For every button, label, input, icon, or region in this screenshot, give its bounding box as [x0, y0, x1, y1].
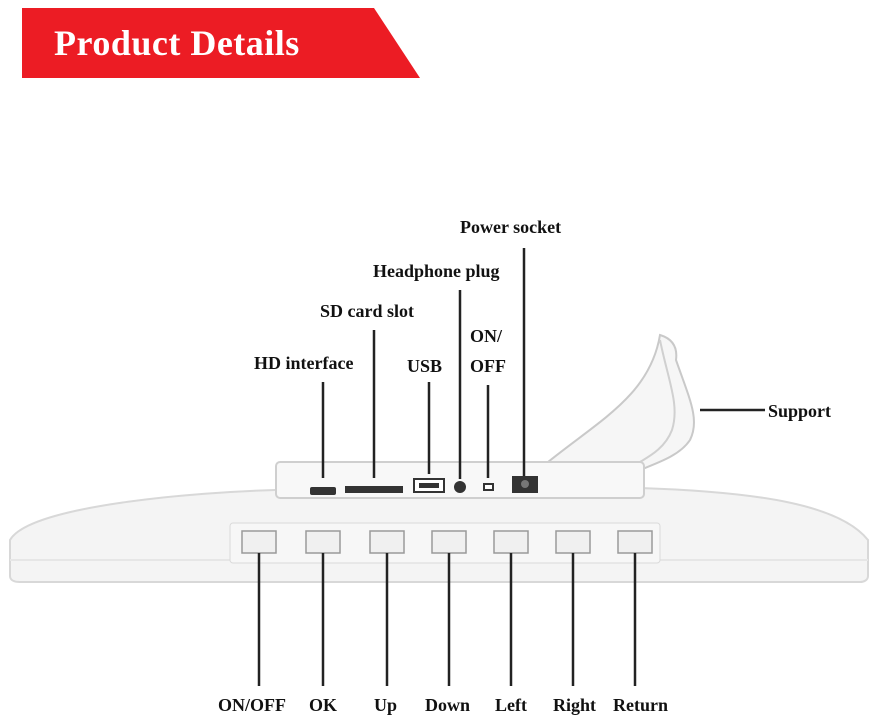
btn-left — [493, 530, 529, 554]
header-banner: Product Details — [22, 8, 422, 80]
label-on-off-line1: ON/ — [470, 326, 503, 346]
label-hd-interface: HD interface — [254, 353, 354, 373]
power-socket-pin — [521, 480, 529, 488]
label-btn-up: Up — [374, 695, 398, 715]
label-btn-down: Down — [425, 695, 471, 715]
btn-down — [431, 530, 467, 554]
btn-up — [369, 530, 405, 554]
bottom-leader-lines — [257, 553, 637, 686]
top-leader-lines — [321, 248, 765, 479]
hd-port — [310, 487, 336, 495]
sd-slot — [345, 486, 403, 493]
label-power-socket: Power socket — [460, 217, 562, 237]
btn-ok — [305, 530, 341, 554]
label-usb: USB — [407, 356, 443, 376]
support-stand — [547, 333, 696, 471]
label-btn-right: Right — [553, 695, 597, 715]
label-headphone-plug: Headphone plug — [373, 261, 500, 281]
banner-shape — [22, 8, 420, 78]
page-title: Product Details — [54, 23, 300, 63]
usb-port-inner — [419, 483, 439, 488]
label-btn-ok: OK — [309, 695, 338, 715]
btn-return — [617, 530, 653, 554]
on-off-switch — [483, 483, 494, 491]
headphone-jack — [454, 481, 466, 493]
label-sd-card-slot: SD card slot — [320, 301, 414, 321]
btn-right — [555, 530, 591, 554]
buttons — [241, 530, 653, 554]
support-stand-inner — [639, 339, 676, 463]
btn-on-off — [241, 530, 277, 554]
label-btn-left: Left — [495, 695, 527, 715]
label-btn-return: Return — [613, 695, 668, 715]
label-btn-on-off: ON/OFF — [218, 695, 286, 715]
label-support: Support — [768, 401, 832, 421]
label-on-off-line2: OFF — [470, 356, 506, 376]
